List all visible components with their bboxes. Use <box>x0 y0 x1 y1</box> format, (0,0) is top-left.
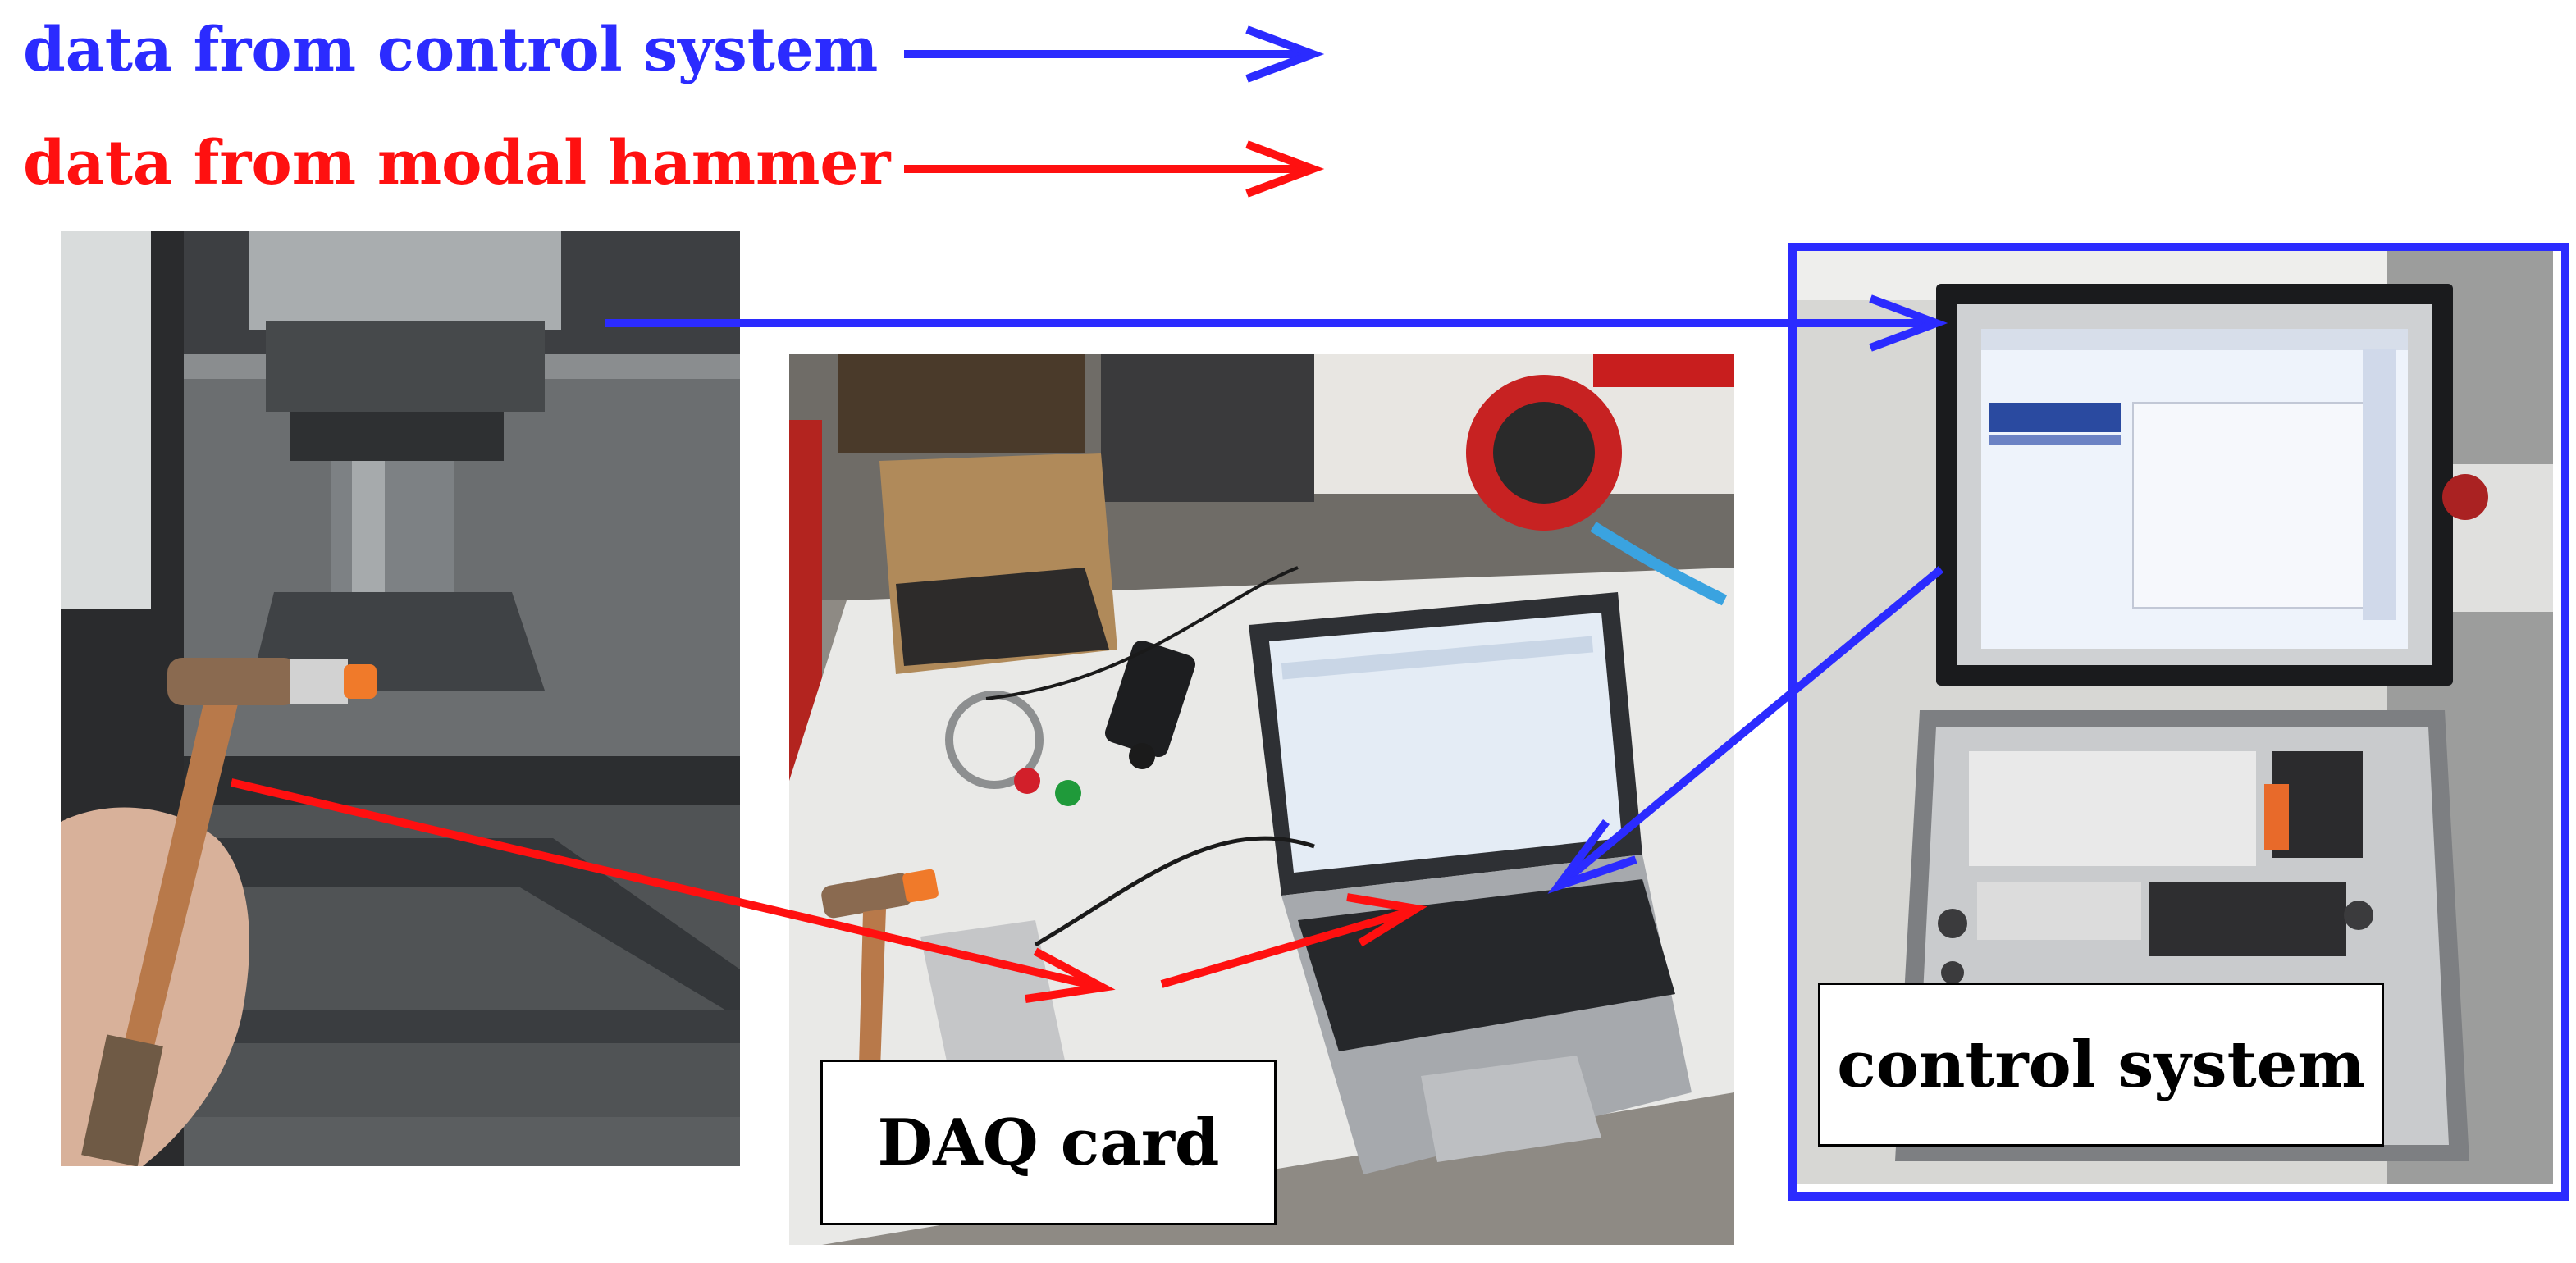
spindle-to-control-arrow <box>605 294 1948 352</box>
control-system-label: control system <box>1818 983 2384 1147</box>
hammer-to-daq-arrow <box>230 778 1116 1003</box>
daq-to-laptop-arrow <box>1160 893 1427 988</box>
daq-card-label: DAQ card <box>820 1060 1277 1225</box>
control-system-frame <box>1788 243 2569 1201</box>
legend-blue-arrow <box>904 25 1325 83</box>
legend-control-system-text: data from control system <box>23 15 879 85</box>
legend-modal-hammer-text: data from modal hammer <box>23 128 891 198</box>
legend-red-arrow <box>904 140 1325 198</box>
spindle-hammer-photo <box>61 231 740 1166</box>
control-to-laptop-arrow <box>1547 566 1944 894</box>
